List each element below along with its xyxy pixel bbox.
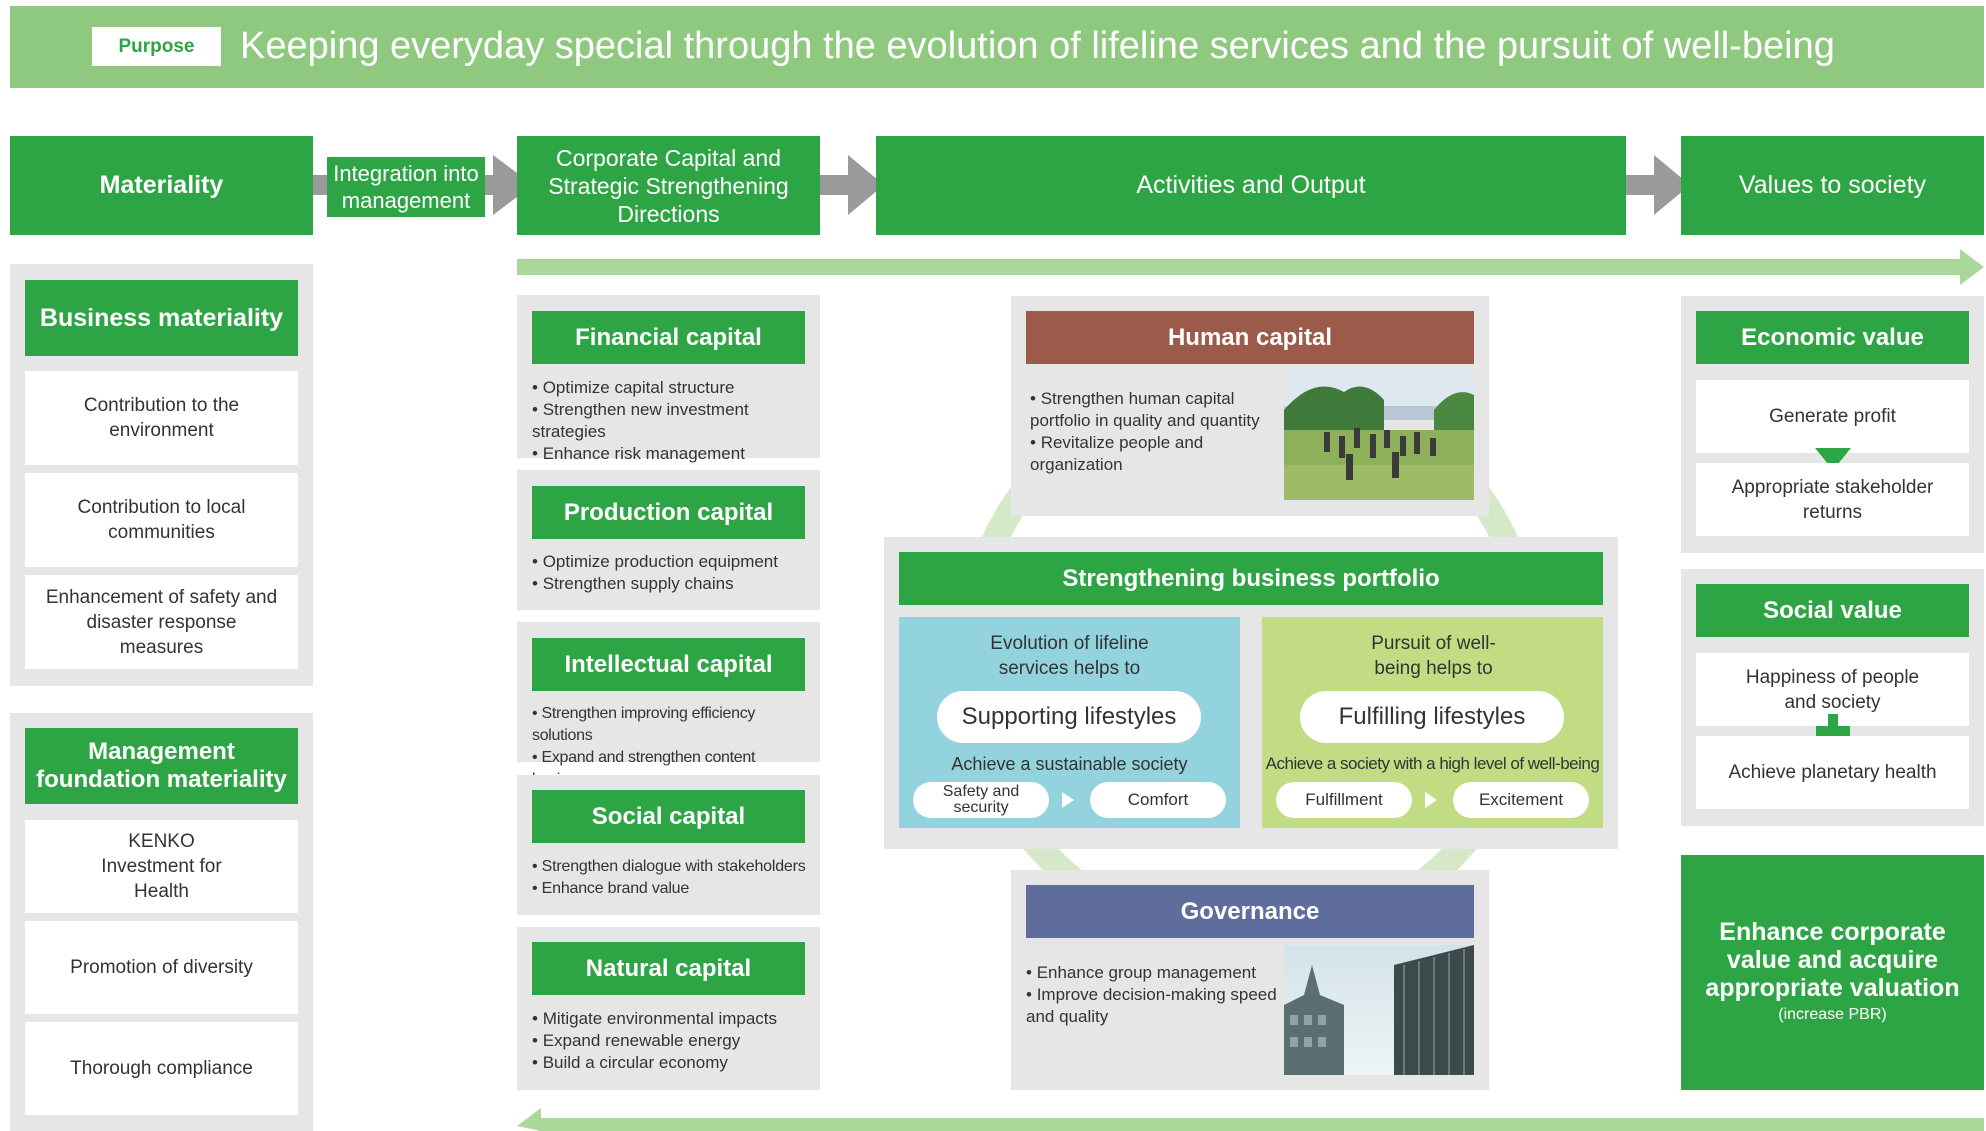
governance-bullets: Enhance group management Improve decisio… bbox=[1026, 962, 1284, 1028]
materiality-item: Contribution to local communities bbox=[25, 473, 298, 567]
economic-title: Economic value bbox=[1696, 311, 1969, 364]
fulfilling-lifestyles-pill: Fulfilling lifestyles bbox=[1300, 691, 1564, 743]
bullet-item: Mitigate environmental impacts bbox=[532, 1008, 817, 1030]
bullet-item: Build a circular economy bbox=[532, 1052, 817, 1074]
economic-item: Generate profit bbox=[1696, 380, 1969, 453]
bullet-item: Expand renewable energy bbox=[532, 1030, 817, 1052]
human-capital-title: Human capital bbox=[1026, 311, 1474, 364]
safety-security-step: Safety and security bbox=[913, 782, 1049, 818]
header-integration: Integration into management bbox=[327, 157, 485, 217]
bullet-item: Strengthen improving efficiency solution… bbox=[532, 703, 817, 747]
materiality-item: KENKO Investment for Health bbox=[25, 820, 298, 913]
bullet-item: Revitalize people and organization bbox=[1030, 432, 1280, 476]
supporting-lifestyles-pill: Supporting lifestyles bbox=[937, 691, 1201, 743]
bullet-item: Strengthen dialogue with stakeholders bbox=[532, 856, 817, 878]
header-activities: Activities and Output bbox=[876, 136, 1626, 235]
purpose-badge: Purpose bbox=[92, 27, 221, 66]
capital-bullets: Optimize capital structure Strengthen ne… bbox=[532, 377, 817, 465]
capital-title: Financial capital bbox=[532, 311, 805, 364]
return-arrow-bar bbox=[538, 1118, 1984, 1131]
wellbeing-achieve: Achieve a society with a high level of w… bbox=[1265, 754, 1600, 773]
human-capital-bullets: Strengthen human capital portfolio in qu… bbox=[1030, 388, 1280, 476]
play-arrow-icon bbox=[1062, 792, 1074, 808]
bullet-item: Strengthen supply chains bbox=[532, 573, 817, 595]
social-item: Achieve planetary health bbox=[1696, 736, 1969, 809]
connector-bar bbox=[820, 175, 850, 195]
economic-item: Appropriate stakeholder returns bbox=[1696, 463, 1969, 536]
connector-bar bbox=[1626, 175, 1656, 195]
bullet-item: Optimize production equipment bbox=[532, 551, 817, 573]
bullet-item: Enhance group management bbox=[1026, 962, 1284, 984]
header-values: Values to society bbox=[1681, 136, 1984, 235]
enhance-value-box bbox=[1681, 855, 1984, 1090]
materiality-item: Enhancement of safety and disaster respo… bbox=[25, 575, 298, 669]
arrow-left-icon bbox=[517, 1108, 541, 1131]
governance-title: Governance bbox=[1026, 885, 1474, 938]
capital-bullets: Strengthen dialogue with stakeholders En… bbox=[532, 856, 817, 900]
bullet-item: Enhance risk management bbox=[532, 443, 817, 465]
people-outdoors-photo bbox=[1284, 370, 1474, 500]
bullet-item: Strengthen new investment strategies bbox=[532, 399, 817, 443]
bullet-item: Optimize capital structure bbox=[532, 377, 817, 399]
capital-title: Intellectual capital bbox=[532, 638, 805, 691]
enhance-value-title: Enhance corporate value and acquire appr… bbox=[1705, 918, 1960, 1002]
capital-title: Social capital bbox=[532, 790, 805, 843]
materiality-item: Promotion of diversity bbox=[25, 921, 298, 1014]
building-photo bbox=[1284, 945, 1474, 1075]
materiality-item: Contribution to the environment bbox=[25, 371, 298, 465]
bullet-item: Enhance brand value bbox=[532, 878, 817, 900]
connector-bar bbox=[485, 175, 495, 195]
enhance-value-note: (increase PBR) bbox=[1778, 1006, 1887, 1023]
social-title: Social value bbox=[1696, 584, 1969, 637]
arrow-right-icon bbox=[1960, 249, 1984, 285]
portfolio-title: Strengthening business portfolio bbox=[899, 552, 1603, 605]
flow-arrow-bar bbox=[517, 259, 1962, 275]
arrow-down-icon bbox=[1815, 448, 1851, 470]
plus-icon bbox=[1816, 714, 1850, 748]
purpose-statement: Keeping everyday special through the evo… bbox=[240, 25, 1835, 67]
connector-bar bbox=[313, 175, 327, 195]
header-corporate-capital: Corporate Capital and Strategic Strength… bbox=[517, 136, 820, 235]
materiality-item: Thorough compliance bbox=[25, 1022, 298, 1115]
bullet-item: Strengthen human capital portfolio in qu… bbox=[1030, 388, 1280, 432]
arrow-right-icon bbox=[1654, 155, 1690, 215]
business-materiality-title: Business materiality bbox=[25, 280, 298, 356]
arrow-right-icon bbox=[848, 155, 884, 215]
comfort-step: Comfort bbox=[1090, 782, 1226, 818]
lifeline-achieve: Achieve a sustainable society bbox=[951, 753, 1188, 774]
header-materiality: Materiality bbox=[10, 136, 313, 235]
capital-bullets: Mitigate environmental impacts Expand re… bbox=[532, 1008, 817, 1074]
lifeline-caption: Evolution of lifeline services helps to bbox=[990, 633, 1149, 679]
arrow-right-icon bbox=[493, 155, 533, 215]
capital-bullets: Strengthen improving efficiency solution… bbox=[532, 703, 817, 791]
bullet-item: Improve decision-making speed and qualit… bbox=[1026, 984, 1284, 1028]
social-item: Happiness of people and society bbox=[1696, 653, 1969, 726]
excitement-step: Excitement bbox=[1453, 782, 1589, 818]
capital-title: Natural capital bbox=[532, 942, 805, 995]
capital-bullets: Optimize production equipment Strengthen… bbox=[532, 551, 817, 595]
purpose-banner bbox=[10, 6, 1984, 88]
wellbeing-caption: Pursuit of well-being helps to bbox=[1371, 633, 1496, 679]
foundation-materiality-title: Management foundation materiality bbox=[25, 728, 298, 804]
fulfillment-step: Fulfillment bbox=[1276, 782, 1412, 818]
capital-title: Production capital bbox=[532, 486, 805, 539]
play-arrow-icon bbox=[1425, 792, 1437, 808]
